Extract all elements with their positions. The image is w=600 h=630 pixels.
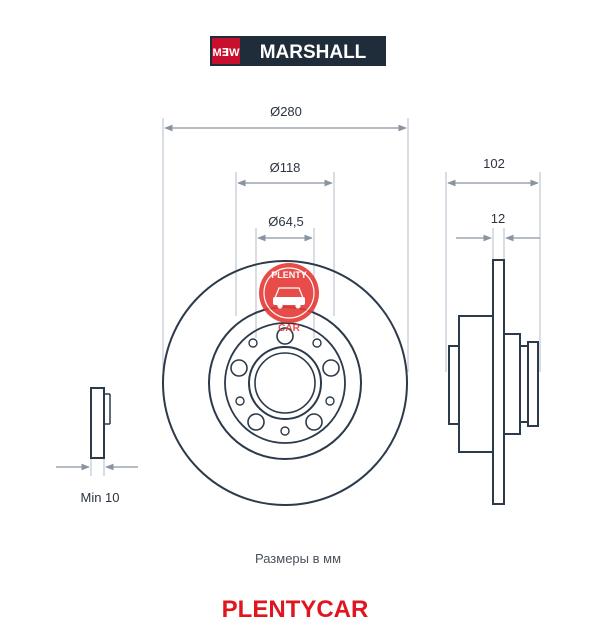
- brand-name: MARSHALL: [260, 42, 367, 63]
- bolt-hole: [276, 327, 294, 345]
- locating-hole: [280, 426, 290, 436]
- hub-face-profile: [448, 345, 460, 425]
- watermark-badge: [259, 263, 319, 323]
- logo-mark-box: [212, 38, 240, 64]
- footer-brand: PLENTYCAR: [222, 596, 369, 623]
- locating-hole: [235, 396, 245, 406]
- locating-hole: [248, 338, 258, 348]
- bearing-cap-profile: [527, 341, 539, 427]
- plentycar-watermark: PLENTY CAR: [259, 263, 319, 334]
- car-icon: [273, 287, 305, 309]
- hub-inner-ring: [224, 322, 346, 444]
- dimension-lines: [56, 124, 540, 471]
- min-thickness-profile: [90, 387, 105, 459]
- bolt-hole: [322, 359, 340, 377]
- watermark-bottom-text: CAR: [278, 323, 300, 334]
- bearing-housing-profile: [503, 333, 521, 435]
- bearing-ring: [254, 352, 316, 414]
- bolt-hole: [247, 413, 265, 431]
- outer-diameter-label: Ø280: [270, 104, 302, 119]
- center-bore: [248, 346, 322, 420]
- locating-hole: [312, 338, 322, 348]
- disc-front-view: [162, 260, 408, 506]
- units-caption: Размеры в мм: [255, 551, 341, 566]
- watermark-top-text: PLENTY: [271, 270, 307, 280]
- thickness-label: 12: [491, 211, 505, 226]
- disc-side-view: [448, 259, 539, 505]
- min-thickness-label: Min 10: [80, 490, 119, 505]
- disc-plate-profile: [492, 259, 505, 505]
- logo-mark: M∃W: [212, 47, 240, 59]
- bolt-hole: [230, 359, 248, 377]
- dimension-labels: Ø280 Ø118 Ø64,5 102 12 Min 10: [80, 104, 505, 505]
- locating-hole: [325, 396, 335, 406]
- bearing-step-profile: [519, 345, 529, 423]
- brand-logo: M∃W MARSHALL: [210, 36, 386, 66]
- bore-diameter-label: Ø64,5: [268, 214, 303, 229]
- hub-hat-profile: [458, 315, 494, 453]
- bolt-hole: [305, 413, 323, 431]
- height-label: 102: [483, 156, 505, 171]
- min-thickness-section: [90, 387, 111, 459]
- hub-diameter-label: Ø118: [270, 160, 301, 175]
- disc-outer-edge: [162, 260, 408, 506]
- extension-lines: [90, 118, 541, 476]
